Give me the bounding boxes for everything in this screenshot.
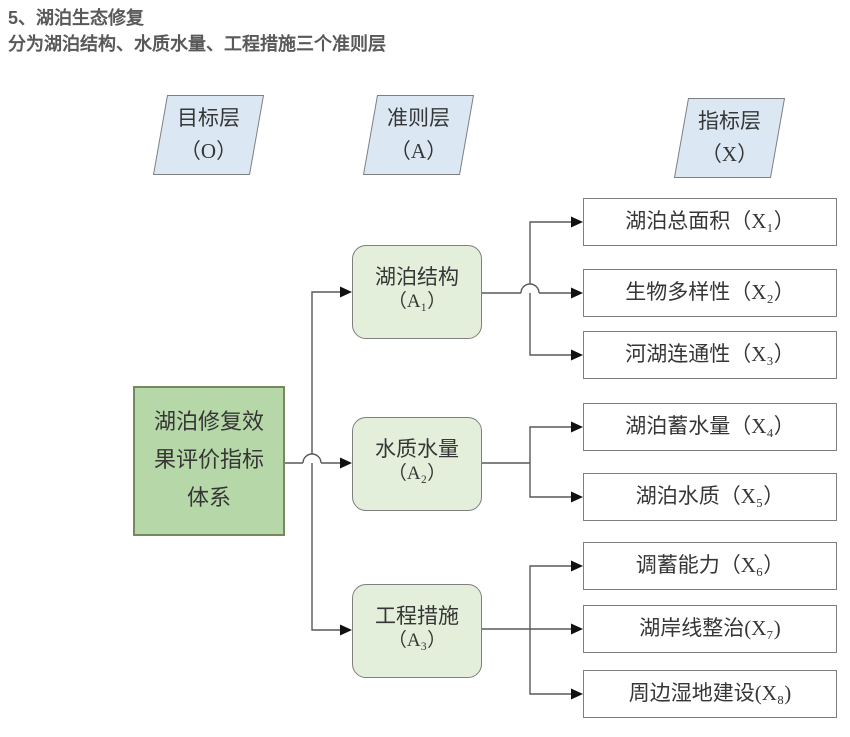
trunk-a2-indicators xyxy=(529,426,572,498)
layer-header-code: （O） xyxy=(179,139,238,163)
layer-header-title: 目标层 xyxy=(177,106,240,130)
layer-header-title: 指标层 xyxy=(698,109,761,133)
page-title: 5、湖泊生态修复 xyxy=(8,8,145,28)
layer-header-title: 准则层 xyxy=(387,106,450,130)
arrow-into-x2 xyxy=(571,287,583,299)
arrow-into-a3 xyxy=(340,624,352,636)
arrow-into-x5 xyxy=(571,491,583,503)
arrow-into-x1 xyxy=(571,216,583,228)
criteria-box-a2: 水质水量 （A₂） xyxy=(352,417,482,511)
arrow-into-x6 xyxy=(571,560,583,572)
line-hop-left xyxy=(302,453,322,464)
arrow-into-x3 xyxy=(571,349,583,361)
indicator-box-x7: 湖岸线整治(X₇) xyxy=(583,605,837,653)
criteria-name: 工程措施 xyxy=(375,604,459,628)
trunk-a3-indicators xyxy=(529,565,572,695)
indicator-box-x3: 河湖连通性（X₃） xyxy=(583,331,837,379)
page-subtitle: 分为湖泊结构、水质水量、工程措施三个准则层 xyxy=(8,34,386,54)
indicator-box-x2: 生物多样性（X₂） xyxy=(583,269,837,317)
criteria-code: （A₂） xyxy=(387,463,447,484)
arrow-into-a2 xyxy=(340,457,352,469)
criteria-name: 湖泊结构 xyxy=(375,265,459,289)
arrow-into-x8 xyxy=(571,688,583,700)
arrow-into-x7 xyxy=(571,623,583,635)
criteria-code: （A₃） xyxy=(387,630,447,651)
criteria-box-a3: 工程措施 （A₃） xyxy=(352,584,482,678)
goal-line: 体系 xyxy=(186,485,231,510)
criteria-name: 水质水量 xyxy=(375,437,459,461)
arrow-into-x4 xyxy=(571,421,583,433)
goal-line: 湖泊修复效 xyxy=(153,409,264,434)
layer-header-code: （X） xyxy=(700,142,759,166)
goal-line: 果评价指标 xyxy=(153,447,264,472)
indicator-box-x8: 周边湿地建设(X₈) xyxy=(583,670,837,718)
goal-box: 湖泊修复效 果评价指标 体系 xyxy=(133,386,285,536)
indicator-box-x1: 湖泊总面积（X₁） xyxy=(583,198,837,246)
layer-header-indicator: 指标层 （X） xyxy=(681,98,778,178)
layer-header-criteria: 准则层 （A） xyxy=(370,95,467,175)
indicator-box-x6: 调蓄能力（X₆） xyxy=(583,542,837,590)
arrow-into-a1 xyxy=(340,286,352,298)
indicator-box-x5: 湖泊水质（X₅） xyxy=(583,473,837,521)
layer-header-target: 目标层 （O） xyxy=(160,95,257,175)
layer-header-code: （A） xyxy=(389,139,448,163)
criteria-box-a1: 湖泊结构 （A₁） xyxy=(352,245,482,339)
line-hop-a1 xyxy=(520,283,540,294)
indicator-box-x4: 湖泊蓄水量（X₄） xyxy=(583,403,837,451)
criteria-code: （A₁） xyxy=(387,291,447,312)
